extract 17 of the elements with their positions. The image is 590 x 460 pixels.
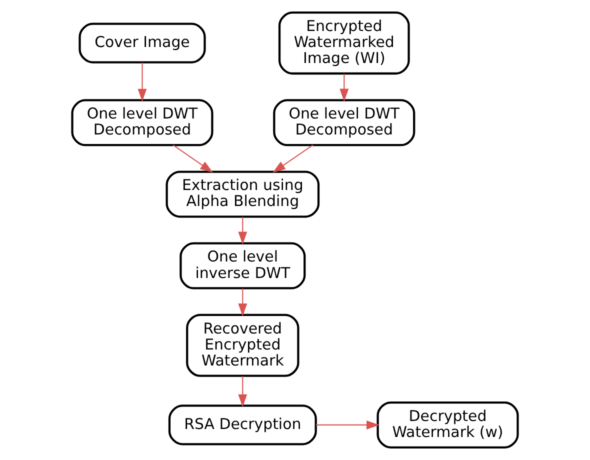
node-box: Encrypted Watermarked Image (WI) [278,12,410,75]
arrow [238,376,248,408]
arrow [138,62,147,102]
node-box: One level DWT Decomposed [273,99,416,146]
node-box: Recovered Encrypted Watermark [186,314,300,377]
arrow [238,216,248,245]
arrow [238,288,248,316]
arrow [316,420,380,430]
arrow [172,144,213,173]
node-box: Cover Image [78,22,206,64]
arrow [340,74,349,102]
arrow [272,144,314,173]
node-box: Decrypted Watermark (w) [376,401,519,448]
node-box: One level inverse DWT [180,242,306,290]
node-box: One level DWT Decomposed [71,99,214,146]
node-box: Extraction using Alpha Blending [166,170,320,218]
node-box: RSA Decryption [168,404,317,446]
